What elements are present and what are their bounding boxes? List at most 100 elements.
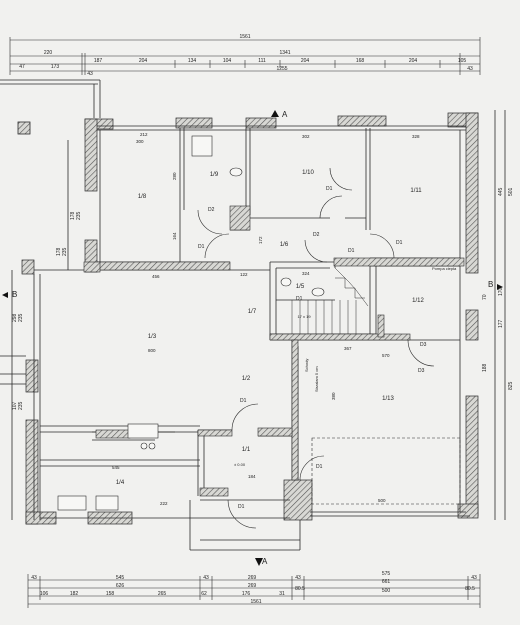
door-tag: D2 xyxy=(208,207,215,213)
room-1-2: 1/2 xyxy=(242,376,251,382)
svg-text:164: 164 xyxy=(172,232,177,240)
left-dimensions: 178 235 178 235 298 235 107 235 xyxy=(12,211,82,410)
svg-text:300: 300 xyxy=(136,139,144,144)
dim-top-seg-2: 187 xyxy=(94,58,103,64)
svg-text:500: 500 xyxy=(382,588,391,594)
dim-overall-bottom: 1561 xyxy=(250,599,261,605)
svg-text:570: 570 xyxy=(382,353,390,358)
door-tag: D1 xyxy=(240,398,247,404)
fixtures xyxy=(57,135,325,511)
svg-text:501: 501 xyxy=(508,187,514,196)
dim-top-row2: 1341 xyxy=(279,50,290,56)
room-1-11: 1/11 xyxy=(410,188,422,194)
door-tag: D1 xyxy=(326,186,333,192)
door-tag: D3 xyxy=(418,368,425,374)
dim-top-seg-0: 47 xyxy=(19,64,25,70)
terrace-dashed-outline xyxy=(311,437,461,505)
svg-text:324: 324 xyxy=(302,271,310,276)
svg-text:380: 380 xyxy=(331,392,336,400)
door-tag: D2 xyxy=(313,232,320,238)
svg-text:70: 70 xyxy=(482,294,488,300)
svg-text:825: 825 xyxy=(508,381,514,390)
svg-text:280: 280 xyxy=(172,172,177,180)
room-1-3: 1/3 xyxy=(148,334,157,340)
stairs-direction-label: Strzałam 5 cm xyxy=(314,366,319,392)
dim-top-seg-10: 105 xyxy=(458,58,467,64)
svg-text:B: B xyxy=(488,280,493,289)
room-1-7: 1/7 xyxy=(248,309,257,315)
svg-text:106: 106 xyxy=(40,591,49,597)
svg-text:B: B xyxy=(12,290,17,299)
svg-text:269: 269 xyxy=(248,575,257,581)
level-label: ± 0.00 xyxy=(234,462,246,467)
svg-text:265: 265 xyxy=(158,591,167,597)
svg-text:43: 43 xyxy=(203,575,209,581)
room-1-1: 1/1 xyxy=(242,447,251,453)
svg-text:500: 500 xyxy=(378,498,386,503)
right-dimensions: 501 445 170 177 825 188 70 xyxy=(482,187,514,390)
svg-text:298: 298 xyxy=(12,313,18,322)
svg-text:545: 545 xyxy=(112,465,120,470)
svg-text:43: 43 xyxy=(295,575,301,581)
door-tag: D3 xyxy=(420,342,427,348)
svg-text:178: 178 xyxy=(70,211,76,220)
dim-top-seg-9: 204 xyxy=(409,58,418,64)
dim-top-row4-0: 1255 xyxy=(276,66,287,72)
svg-text:170: 170 xyxy=(498,287,504,296)
dim-top-seg-4: 134 xyxy=(188,58,197,64)
room-1-4: 1/4 xyxy=(116,480,125,486)
svg-text:43: 43 xyxy=(31,575,37,581)
door-tag: D1 xyxy=(348,248,355,254)
dim-top-seg-1: 173 xyxy=(51,64,60,70)
svg-text:800: 800 xyxy=(148,348,156,353)
svg-text:328: 328 xyxy=(412,134,420,139)
room-1-6: 1/6 xyxy=(280,242,289,248)
svg-text:545: 545 xyxy=(116,575,125,581)
dim-top-seg-5: 104 xyxy=(223,58,232,64)
room-1-5: 1/5 xyxy=(296,284,305,290)
svg-text:445: 445 xyxy=(498,187,504,196)
svg-text:235: 235 xyxy=(76,211,82,220)
svg-text:235: 235 xyxy=(18,401,24,410)
dim-top-row4-1: 43 xyxy=(467,66,473,72)
svg-text:178: 178 xyxy=(56,247,62,256)
svg-text:188: 188 xyxy=(482,363,488,372)
svg-text:212: 212 xyxy=(140,132,148,137)
svg-text:107: 107 xyxy=(12,401,18,410)
stairs-steps-label: 17 x 19 xyxy=(297,314,311,319)
room-1-13: 1/13 xyxy=(382,396,394,402)
svg-text:31: 31 xyxy=(279,591,285,597)
svg-text:122: 122 xyxy=(240,272,248,277)
toilet-icon xyxy=(229,167,243,177)
north-marker-square xyxy=(17,121,31,135)
svg-text:184: 184 xyxy=(248,474,256,479)
svg-text:A: A xyxy=(262,557,268,566)
svg-text:269: 269 xyxy=(248,583,257,589)
staircase xyxy=(291,267,369,334)
top-dimension-chain xyxy=(9,37,481,75)
dim-top-left-small: 43 xyxy=(87,71,93,77)
room-1-8: 1/8 xyxy=(138,194,147,200)
svg-text:182: 182 xyxy=(70,591,79,597)
toilet-icon xyxy=(311,287,325,297)
svg-text:43: 43 xyxy=(471,575,477,581)
door-tag: D1 xyxy=(198,244,205,250)
section-marker-a-bottom: A xyxy=(255,557,268,566)
dim-overall-top: 1561 xyxy=(239,34,250,40)
svg-text:575: 575 xyxy=(382,571,391,577)
door-swings xyxy=(197,167,435,529)
svg-text:235: 235 xyxy=(18,313,24,322)
dim-top-seg-8: 168 xyxy=(356,58,365,64)
svg-text:235: 235 xyxy=(62,247,68,256)
svg-text:367: 367 xyxy=(344,346,352,351)
svg-text:A: A xyxy=(282,110,288,119)
door-tags: D2 D1 D1 D2 D1 D1 D3 D3 D1 D1 D1 D1 xyxy=(198,186,427,510)
svg-text:158: 158 xyxy=(106,591,115,597)
inner-dimensions: 456 800 367 570 380 500 324 122 545 222 … xyxy=(112,132,420,506)
dim-top-seg-6: 111 xyxy=(258,58,266,64)
section-marker-b-left: B xyxy=(2,290,17,299)
svg-text:80.5: 80.5 xyxy=(465,586,475,592)
svg-text:80.5: 80.5 xyxy=(295,586,305,592)
section-marker-a-top: A xyxy=(271,110,288,119)
